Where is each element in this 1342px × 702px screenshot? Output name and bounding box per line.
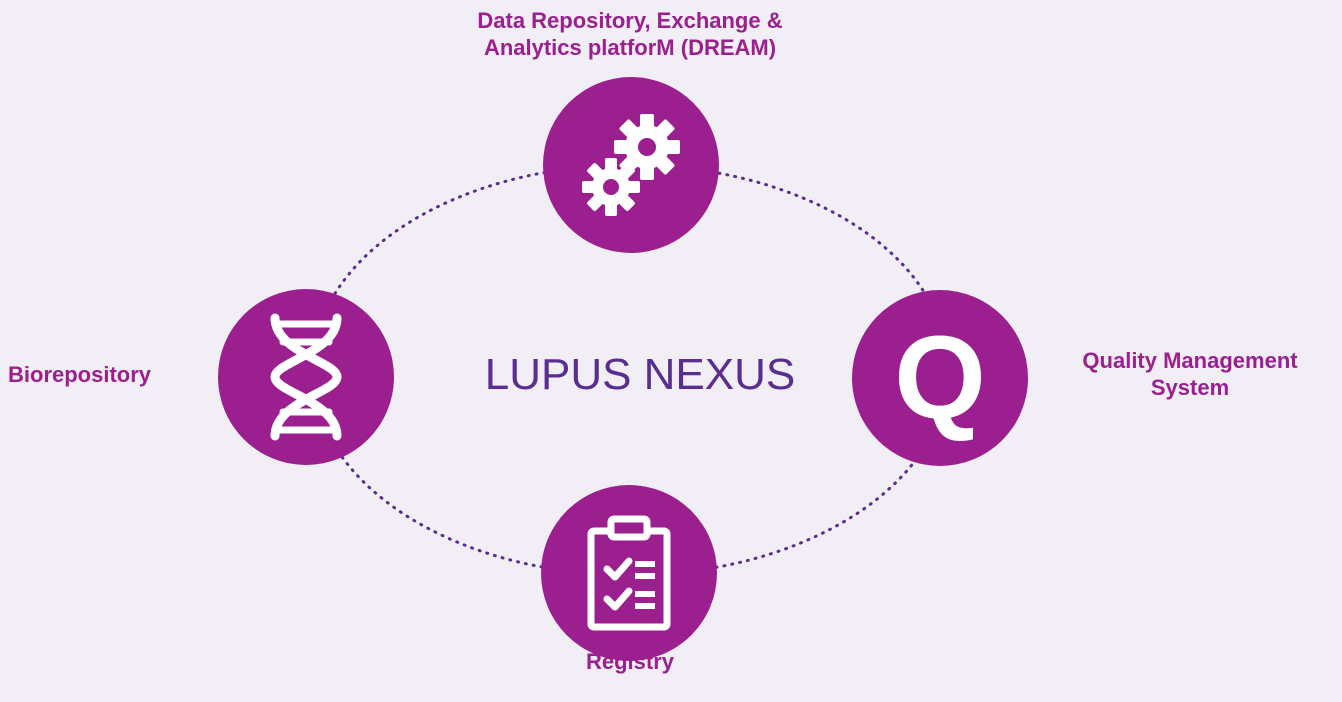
gears-icon <box>582 114 680 216</box>
dream-label-line1: Data Repository, Exchange & <box>477 8 783 33</box>
center-title: LUPUS NEXUS <box>484 350 796 399</box>
quality-q-icon: Q <box>894 312 986 444</box>
registry-label: Registry <box>520 648 740 675</box>
biorepository-label-text: Biorepository <box>8 362 152 387</box>
quality-node: Q <box>852 290 1028 466</box>
quality-label-line1: Quality Management <box>1082 348 1298 373</box>
dream-label-line2: Analytics platforM (DREAM) <box>483 35 777 60</box>
clipboard-checklist-icon <box>587 515 671 631</box>
biorepository-node <box>218 289 394 465</box>
biorepository-label: Biorepository <box>8 361 190 388</box>
dna-icon <box>270 313 342 441</box>
registry-node <box>541 485 717 661</box>
quality-label: Quality Management System <box>1040 347 1340 401</box>
dream-node <box>543 77 719 253</box>
quality-label-line2: System <box>1150 375 1230 400</box>
dream-label: Data Repository, Exchange & Analytics pl… <box>432 7 828 61</box>
registry-label-text: Registry <box>585 649 675 674</box>
